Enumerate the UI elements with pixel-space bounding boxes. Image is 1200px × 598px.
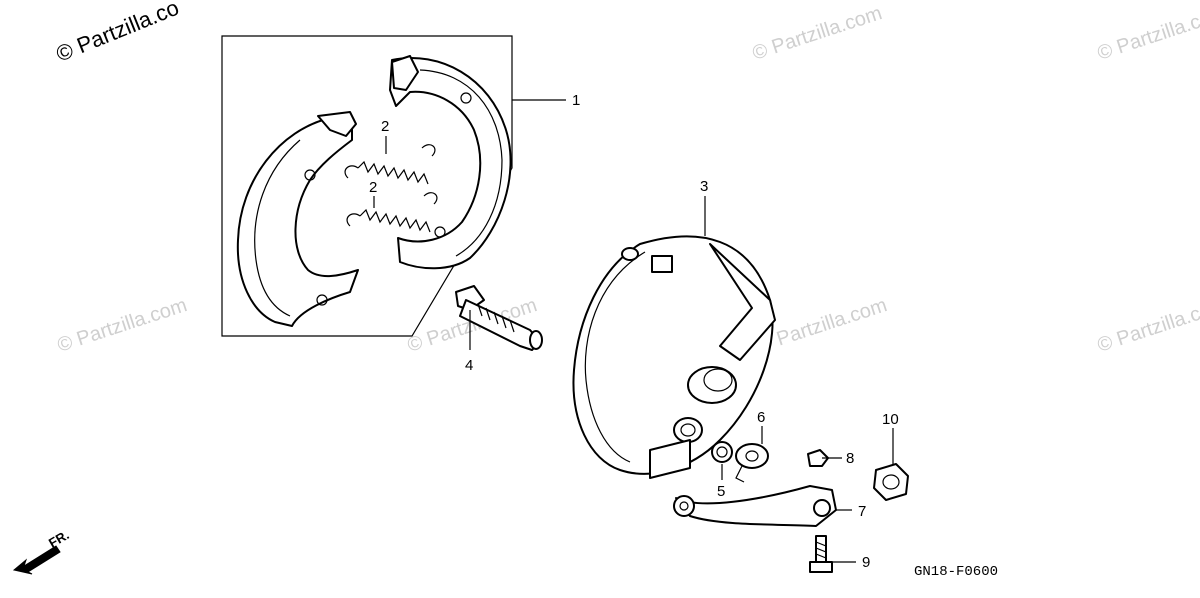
callouts: 1 2 2 3 4 5 6 7 8 9 10 [369,92,899,571]
callout-8: 8 [846,450,854,467]
callout-1: 1 [572,92,580,109]
brake-panel [572,235,776,479]
brake-cam [455,285,543,351]
wear-indicator [735,443,769,483]
leader-lines [373,99,894,563]
brake-shoe-right [389,55,512,270]
watermark: © Partzilla.com [55,294,190,357]
spring-lower [346,192,438,233]
watermark: © Partzilla.com [755,294,890,357]
diagram-code: GN18-F0600 [914,564,998,580]
callout-2: 2 [369,179,377,196]
callout-2: 2 [381,118,389,135]
callout-9: 9 [862,554,870,571]
callout-5: 5 [717,483,725,500]
brake-shoe-left [236,111,359,327]
callout-6: 6 [757,409,765,426]
bolt [809,535,833,573]
direction-label: FR. [46,527,72,550]
watermark: © Partzilla.com [750,2,885,65]
callout-4: 4 [465,357,473,374]
watermark: © Partzilla.com [1095,294,1200,357]
front-direction-arrow: FR. [12,527,72,575]
callout-10: 10 [882,411,899,428]
joint-nut [807,449,829,467]
seal [711,441,733,463]
callout-3: 3 [700,178,708,195]
flange-nut [873,463,909,501]
watermark: © Partzilla.com [1095,2,1200,65]
callout-7: 7 [858,503,866,520]
spring-upper [344,144,436,185]
brake-arm [673,485,837,527]
watermark: © Partzilla.co [53,0,183,67]
